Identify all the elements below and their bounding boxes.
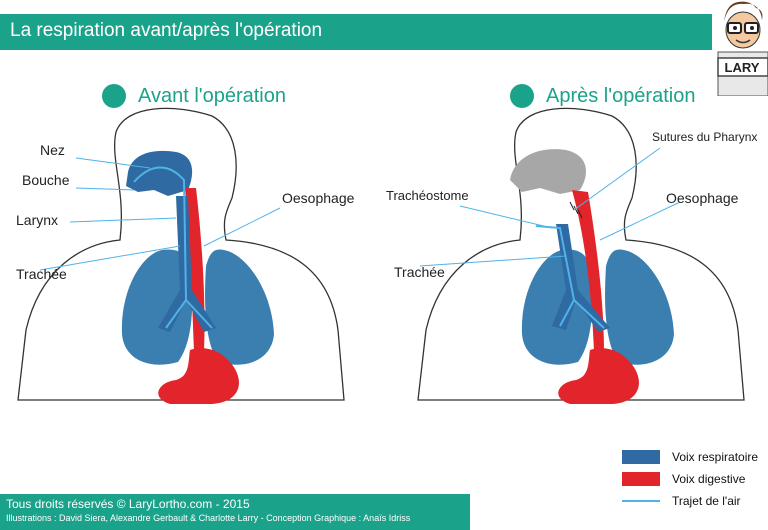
footer-bar: Tous droits réservés © LaryLortho.com - … — [0, 494, 470, 530]
footer-copyright: Tous droits réservés © LaryLortho.com - … — [6, 497, 250, 511]
label-sutures: Sutures du Pharynx — [652, 130, 757, 144]
label-larynx: Larynx — [16, 212, 58, 228]
legend-item-resp: Voix respiratoire — [622, 446, 758, 468]
legend-swatch — [622, 450, 660, 464]
legend-label: Voix digestive — [672, 472, 745, 486]
legend-item-air: Trajet de l'air — [622, 490, 758, 512]
footer-credits: Illustrations : David Siera, Alexandre G… — [6, 513, 410, 523]
legend-label: Trajet de l'air — [672, 494, 741, 508]
label-oesophage: Oesophage — [282, 190, 354, 206]
label-tracheostome: Trachéostome — [386, 188, 469, 203]
legend: Voix respiratoire Voix digestive Trajet … — [622, 446, 758, 512]
legend-swatch — [622, 500, 660, 502]
legend-swatch — [622, 472, 660, 486]
label-oesophage: Oesophage — [666, 190, 738, 206]
legend-item-digest: Voix digestive — [622, 468, 758, 490]
label-bouche: Bouche — [22, 172, 69, 188]
label-trachee: Trachée — [16, 266, 67, 282]
label-trachee: Trachée — [394, 264, 445, 280]
legend-label: Voix respiratoire — [672, 450, 758, 464]
label-nez: Nez — [40, 142, 65, 158]
